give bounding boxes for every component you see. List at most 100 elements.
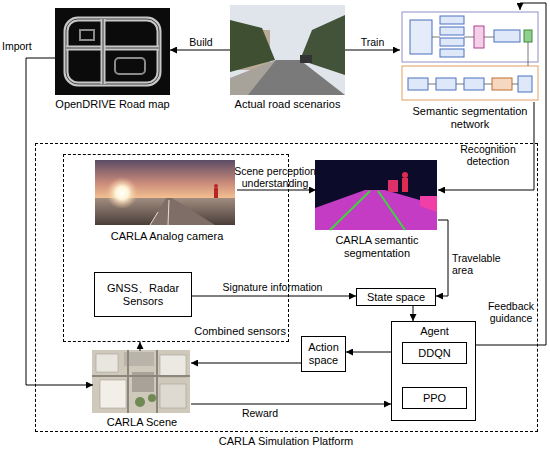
node-caption: CARLA Simulation Platform	[136, 435, 436, 448]
map-lane-line	[103, 19, 104, 84]
algorithm-box: DDQN	[402, 342, 467, 364]
camera-pedestrian	[214, 188, 218, 198]
node-text: Action space	[305, 341, 342, 367]
edge-label: Build	[172, 36, 230, 48]
scene-tree	[135, 397, 145, 407]
image-node: Actual road scenarios	[230, 5, 345, 95]
network-block	[410, 20, 432, 54]
network-block	[494, 30, 520, 42]
opendrive-illustration	[55, 8, 170, 95]
process-box: State space	[356, 288, 436, 306]
network-block	[440, 38, 464, 46]
node-caption: Agent	[392, 325, 477, 338]
arrow-connector	[476, 3, 546, 345]
node-caption: Actual road scenarios	[210, 98, 365, 111]
node-caption: CARLA semantic segmentation	[322, 234, 432, 260]
scene-illustration	[92, 350, 190, 413]
map-block	[115, 58, 145, 74]
photo-sky	[230, 5, 345, 95]
edge-label: Travelable area	[452, 252, 514, 276]
arrow-connector	[237, 190, 316, 191]
seg-sidewalk	[420, 196, 437, 212]
map-lane-line	[66, 48, 159, 49]
image-node: CARLA Analog camera	[97, 162, 237, 227]
arrow-connector	[345, 50, 400, 51]
network-block	[440, 27, 464, 35]
node-text: PPO	[423, 392, 446, 405]
network-background	[400, 10, 540, 102]
network-block	[524, 30, 532, 42]
image-node: Semantic segmentation network	[400, 10, 540, 102]
network-block	[474, 26, 484, 48]
seg-lane-lines	[330, 191, 405, 230]
arrow-connector	[191, 404, 391, 405]
scene-ground	[92, 350, 190, 413]
scene-building	[160, 355, 186, 377]
arrow-connector	[26, 58, 93, 385]
arrow-connector	[192, 296, 356, 297]
map-lane-line	[66, 19, 159, 84]
arrow-connector	[170, 50, 230, 51]
node-caption: Semantic segmentation network	[405, 105, 535, 131]
arrow-connector	[140, 342, 141, 351]
scene-tree	[148, 394, 156, 402]
seg-background	[315, 160, 437, 230]
map-road	[66, 46, 159, 51]
segmentation-illustration	[315, 160, 437, 230]
scene-building	[96, 354, 118, 372]
edge-label: Scene perception understanding	[231, 165, 319, 189]
network-block	[436, 78, 456, 90]
image-node: CARLA Scene	[93, 351, 191, 414]
photo-car	[300, 55, 312, 63]
edge-label: Recognition detection	[444, 143, 532, 167]
node-caption: CARLA Scene	[87, 416, 197, 429]
camera-lane-lines	[150, 200, 169, 225]
seg-pedestrian	[402, 172, 408, 178]
seg-road	[315, 190, 437, 230]
decoder-frame	[402, 66, 538, 100]
camera-pedestrian	[214, 184, 218, 188]
network-block	[440, 16, 464, 24]
network-block	[492, 78, 512, 90]
agent-box: AgentDDQN PPO	[391, 321, 476, 421]
seg-pedestrian	[402, 178, 408, 192]
node-caption: OpenDRIVE Road map	[35, 98, 190, 111]
arrow-connector	[413, 306, 414, 321]
camera-illustration	[95, 160, 235, 225]
edge-label: Reward	[230, 407, 290, 419]
node-text: GNSS、Radar Sensors	[98, 282, 188, 308]
arrow-connector	[346, 352, 391, 353]
camera-sun	[106, 177, 138, 209]
scene-building	[100, 380, 126, 408]
edge-label: Signature information	[195, 281, 350, 293]
scene-streets	[92, 350, 190, 413]
arrow-connector	[438, 102, 534, 190]
node-caption: CARLA Analog camera	[97, 230, 237, 243]
network-wires	[428, 37, 528, 84]
camera-road	[150, 198, 215, 225]
map-block	[80, 30, 94, 40]
edge-label: Import	[2, 40, 47, 52]
arrow-connector	[191, 363, 301, 364]
network-block	[408, 78, 428, 90]
process-box: Action space	[301, 336, 346, 372]
network-block	[464, 78, 484, 90]
network-block	[440, 49, 464, 57]
photo-sidewalk	[230, 60, 276, 95]
network-illustration	[400, 10, 540, 102]
map-road	[101, 19, 106, 84]
node-text: State space	[367, 291, 425, 304]
image-node: CARLA semantic segmentation	[316, 161, 438, 231]
network-block	[518, 76, 532, 92]
arrow-connector	[436, 220, 448, 296]
process-box: GNSS、Radar Sensors	[94, 272, 192, 317]
algorithm-box: PPO	[402, 387, 467, 409]
seg-pedestrian	[388, 180, 398, 192]
node-caption: Combined sensors	[184, 325, 286, 338]
map-background	[55, 8, 170, 95]
edge-label: Train	[345, 36, 400, 48]
image-node: OpenDRIVE Road map	[55, 8, 170, 95]
